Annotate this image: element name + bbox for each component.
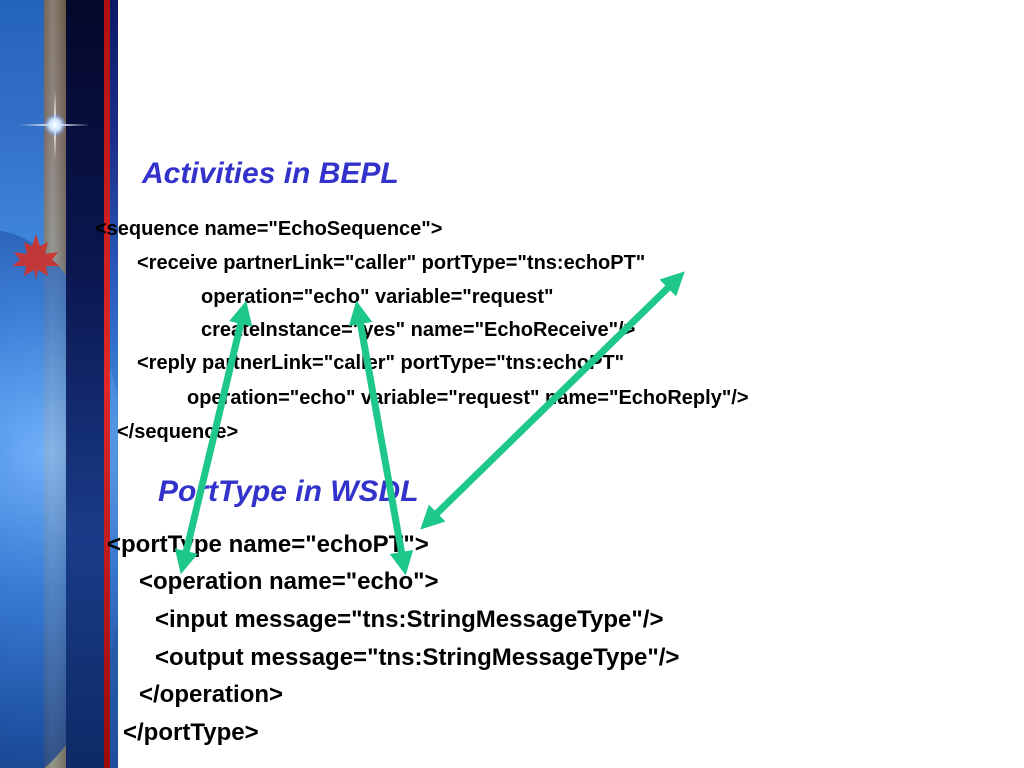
band-red-stripe: [104, 0, 110, 768]
code-line-porttype-close: </portType>: [123, 719, 259, 746]
code-line-sequence-open: <sequence name="EchoSequence">: [95, 218, 443, 240]
code-line-operation-open: <operation name="echo">: [139, 568, 439, 595]
code-line-receive-create-instance: createInstance="yes" name="EchoReceive"/…: [201, 319, 636, 341]
code-line-reply: <reply partnerLink="caller" portType="tn…: [137, 352, 625, 374]
code-line-porttype-open: <portType name="echoPT">: [107, 531, 429, 558]
decorative-side-band: [0, 0, 118, 768]
code-line-receive: <receive partnerLink="caller" portType="…: [137, 252, 646, 274]
code-line-operation-close: </operation>: [139, 681, 284, 708]
code-line-receive-operation: operation="echo" variable="request": [201, 286, 554, 308]
section-title-wsdl: PortType in WSDL: [158, 475, 419, 508]
band-navy-stripe: [66, 0, 106, 768]
maple-leaf-icon: [12, 234, 60, 280]
code-line-reply-operation: operation="echo" variable="request" name…: [187, 387, 749, 409]
arrow-operation-link: [348, 300, 414, 576]
code-line-sequence-close: </sequence>: [117, 421, 239, 443]
code-line-input-message: <input message="tns:StringMessageType"/>: [155, 606, 664, 633]
code-line-output-message: <output message="tns:StringMessageType"/…: [155, 644, 680, 671]
section-title-bepl: Activities in BEPL: [142, 157, 399, 190]
sparkle-icon: [44, 114, 66, 136]
